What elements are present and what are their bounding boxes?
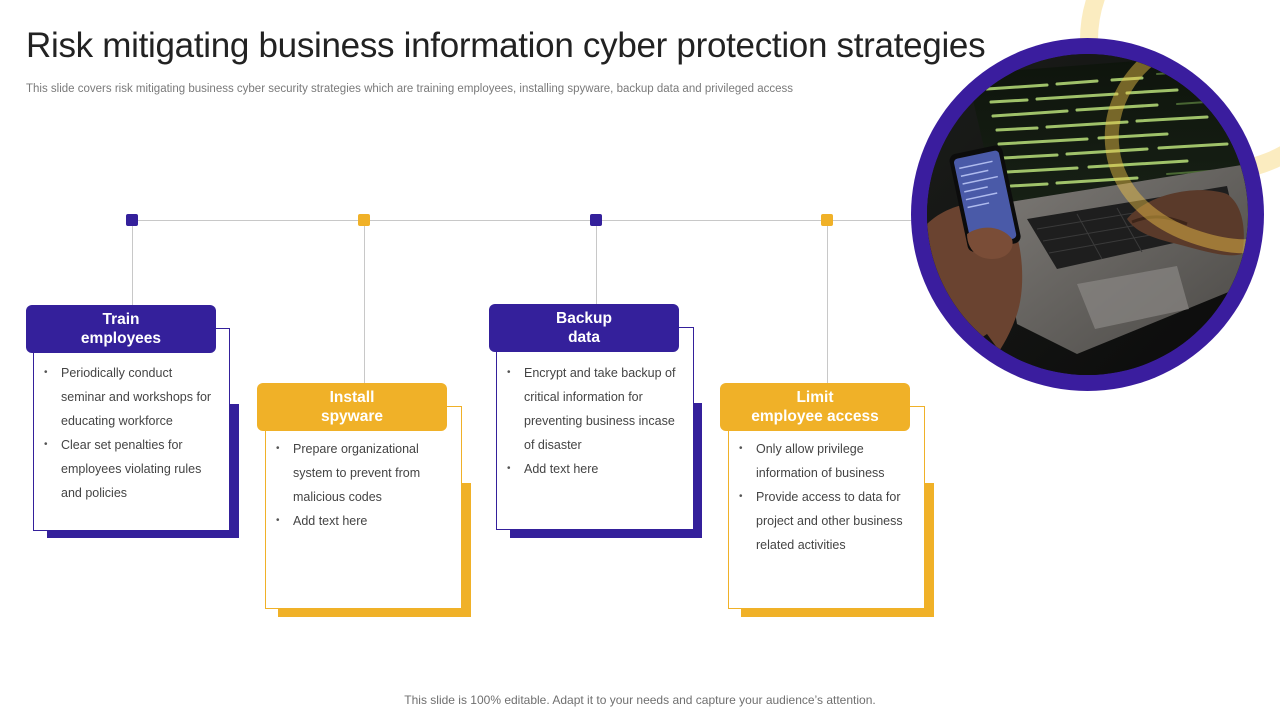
connector-line-1	[132, 226, 133, 306]
strategy-header-3: Backup data	[489, 304, 679, 352]
strategy-title-1: Train employees	[80, 311, 162, 347]
card-3-bullet-1: Encrypt and take backup of critical info…	[507, 361, 679, 457]
connector-line-2	[364, 226, 365, 384]
slide-subtitle: This slide covers risk mitigating busine…	[26, 83, 794, 95]
card-1-bullet-2: Clear set penalties for employees violat…	[44, 433, 215, 505]
card-4-bullet-2: Provide access to data for project and o…	[739, 485, 910, 557]
timeline-node-2	[358, 214, 370, 226]
strategy-header-2: Install spyware	[257, 383, 447, 431]
strategy-card-1: Periodically conduct seminar and worksho…	[33, 328, 230, 531]
strategy-header-1: Train employees	[26, 305, 216, 353]
timeline-node-4	[821, 214, 833, 226]
timeline-node-1	[126, 214, 138, 226]
connector-line-4	[827, 226, 828, 384]
strategy-card-3: Encrypt and take backup of critical info…	[496, 327, 694, 530]
slide-footer: This slide is 100% editable. Adapt it to…	[404, 693, 876, 707]
strategy-card-4: Only allow privilege information of busi…	[728, 406, 925, 609]
strategy-title-3: Backup data	[556, 310, 612, 346]
strategy-title-4: Limit employee access	[751, 389, 879, 425]
timeline-node-3	[590, 214, 602, 226]
connector-line-3	[596, 226, 597, 306]
laptop-phone-photo-icon	[927, 54, 1248, 375]
strategy-title-2: Install spyware	[320, 389, 384, 425]
strategy-card-2: Prepare organizational system to prevent…	[265, 406, 462, 609]
timeline-line	[132, 220, 922, 221]
card-4-bullet-1: Only allow privilege information of busi…	[739, 437, 910, 485]
card-2-bullet-1: Prepare organizational system to prevent…	[276, 437, 447, 509]
card-2-bullet-2: Add text here	[276, 509, 447, 533]
card-1-bullet-1: Periodically conduct seminar and worksho…	[44, 361, 215, 433]
strategy-header-4: Limit employee access	[720, 383, 910, 431]
card-3-bullet-2: Add text here	[507, 457, 679, 481]
slide-title: Risk mitigating business information cyb…	[26, 26, 986, 65]
cyber-photo-frame	[911, 38, 1264, 391]
